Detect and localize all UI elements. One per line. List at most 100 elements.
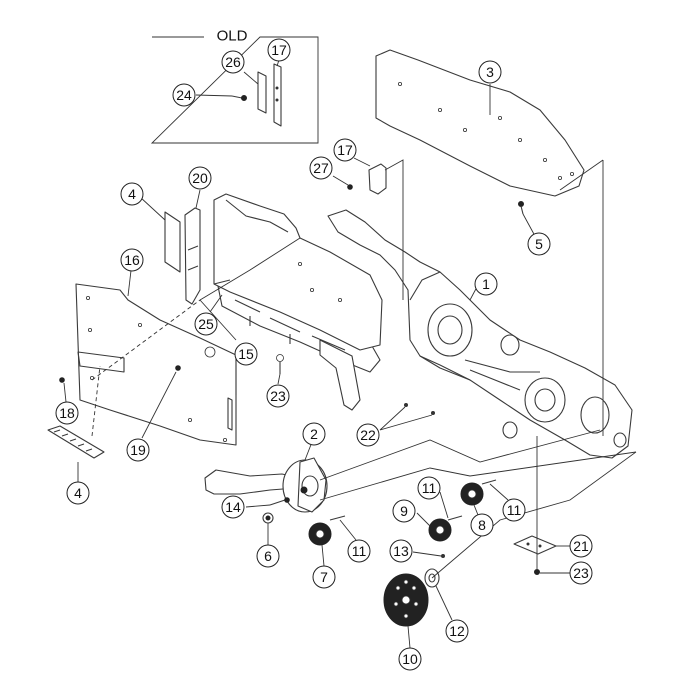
callout-24: 24	[172, 83, 196, 107]
callout-9: 9	[392, 499, 416, 523]
callout-23-lower: 23	[569, 561, 593, 585]
part-17-old-strip	[273, 63, 282, 127]
callout-11-a: 11	[347, 539, 371, 563]
svg-text:26: 26	[225, 54, 241, 70]
svg-text:7: 7	[320, 569, 328, 585]
svg-text:11: 11	[507, 502, 522, 518]
part-11-shaft-2	[439, 491, 463, 521]
svg-text:4: 4	[74, 485, 82, 501]
callout-18: 18	[55, 401, 79, 425]
part-13-pin	[412, 551, 445, 558]
svg-text:23: 23	[573, 565, 589, 581]
svg-text:17: 17	[271, 42, 287, 58]
part-17-bracket	[353, 157, 387, 195]
part-11-shaft-3	[481, 479, 509, 501]
svg-text:15: 15	[238, 346, 254, 362]
callout-16: 16	[120, 248, 144, 272]
part-23-screw-upper	[276, 354, 284, 385]
callout-7: 7	[312, 565, 336, 589]
callout-2: 2	[302, 422, 326, 446]
part-2-motor	[204, 441, 328, 513]
alignment-line	[91, 299, 201, 381]
part-6-washer	[262, 512, 274, 545]
old-box-title: OLD	[217, 28, 248, 45]
callout-8: 8	[470, 513, 494, 537]
callout-10: 10	[398, 647, 422, 671]
svg-text:16: 16	[124, 252, 140, 268]
part-27-screw	[332, 175, 353, 190]
svg-text:3: 3	[486, 64, 494, 80]
svg-text:10: 10	[402, 651, 418, 667]
callout-14: 14	[221, 495, 245, 519]
part-11-shaft-1	[329, 515, 357, 541]
callout-4-top: 4	[120, 182, 144, 206]
part-1-main-frame	[327, 209, 633, 459]
svg-text:9: 9	[400, 503, 408, 519]
old-inset-box: OLD	[150, 28, 319, 144]
callout-6: 6	[256, 544, 280, 568]
part-7-gear	[308, 522, 332, 567]
svg-text:4: 4	[128, 186, 136, 202]
part-10-disc	[383, 573, 429, 649]
svg-text:27: 27	[313, 160, 329, 176]
part-21-plate	[513, 535, 570, 555]
part-14-screw	[245, 497, 290, 508]
callout-3: 3	[478, 60, 502, 84]
callout-25: 25	[194, 312, 218, 336]
svg-text:19: 19	[130, 442, 146, 458]
part-26-plate	[257, 71, 267, 114]
svg-text:14: 14	[225, 499, 241, 515]
svg-text:21: 21	[573, 538, 589, 554]
part-4-strip-top	[139, 196, 181, 273]
part-19-screw	[141, 365, 181, 439]
svg-text:17: 17	[337, 142, 353, 158]
svg-text:11: 11	[352, 543, 367, 559]
svg-text:8: 8	[478, 517, 486, 533]
svg-text:25: 25	[198, 316, 214, 332]
callout-13: 13	[389, 539, 413, 563]
part-24-screw	[231, 95, 243, 99]
callout-11-c: 11	[502, 498, 526, 522]
part-4-strip-bottom	[47, 425, 105, 482]
part-25-frame	[209, 193, 383, 351]
part-5-screw	[518, 201, 536, 237]
callout-1: 1	[474, 272, 498, 296]
callout-12: 12	[445, 619, 469, 643]
svg-text:1: 1	[482, 276, 490, 292]
callout-17: 17	[333, 138, 357, 162]
svg-text:23: 23	[270, 388, 286, 404]
svg-text:22: 22	[360, 427, 376, 443]
svg-text:24: 24	[176, 87, 192, 103]
svg-text:13: 13	[393, 543, 409, 559]
svg-text:11: 11	[422, 480, 437, 496]
part-20-slider	[184, 189, 201, 305]
svg-text:6: 6	[264, 548, 272, 564]
assembly-lines	[199, 159, 637, 579]
svg-text:20: 20	[192, 170, 208, 186]
part-9-gear	[416, 512, 452, 542]
callout-15: 15	[234, 342, 258, 366]
callout-21: 21	[569, 534, 593, 558]
callout-19: 19	[126, 438, 150, 462]
svg-text:12: 12	[449, 623, 465, 639]
part-22-pins	[379, 403, 435, 431]
part-12-washer	[424, 568, 453, 621]
alignment-line	[91, 365, 101, 437]
svg-text:2: 2	[310, 426, 318, 442]
callout-23-upper: 23	[266, 384, 290, 408]
callout-27: 27	[309, 156, 333, 180]
callout-5: 5	[527, 232, 551, 256]
part-18-screw	[59, 377, 67, 403]
part-8-gear	[460, 482, 484, 516]
callout-4-bottom: 4	[66, 481, 90, 505]
callout-11-b: 11	[417, 476, 441, 500]
svg-text:5: 5	[535, 236, 543, 252]
part-23-screw-lower	[534, 569, 570, 575]
callout-17-old: 17	[267, 38, 291, 62]
part-3-cover-plate	[375, 49, 585, 197]
callout-26: 26	[221, 50, 245, 74]
callout-20: 20	[188, 166, 212, 190]
part-16-plate	[75, 261, 237, 446]
svg-text:18: 18	[59, 405, 75, 421]
